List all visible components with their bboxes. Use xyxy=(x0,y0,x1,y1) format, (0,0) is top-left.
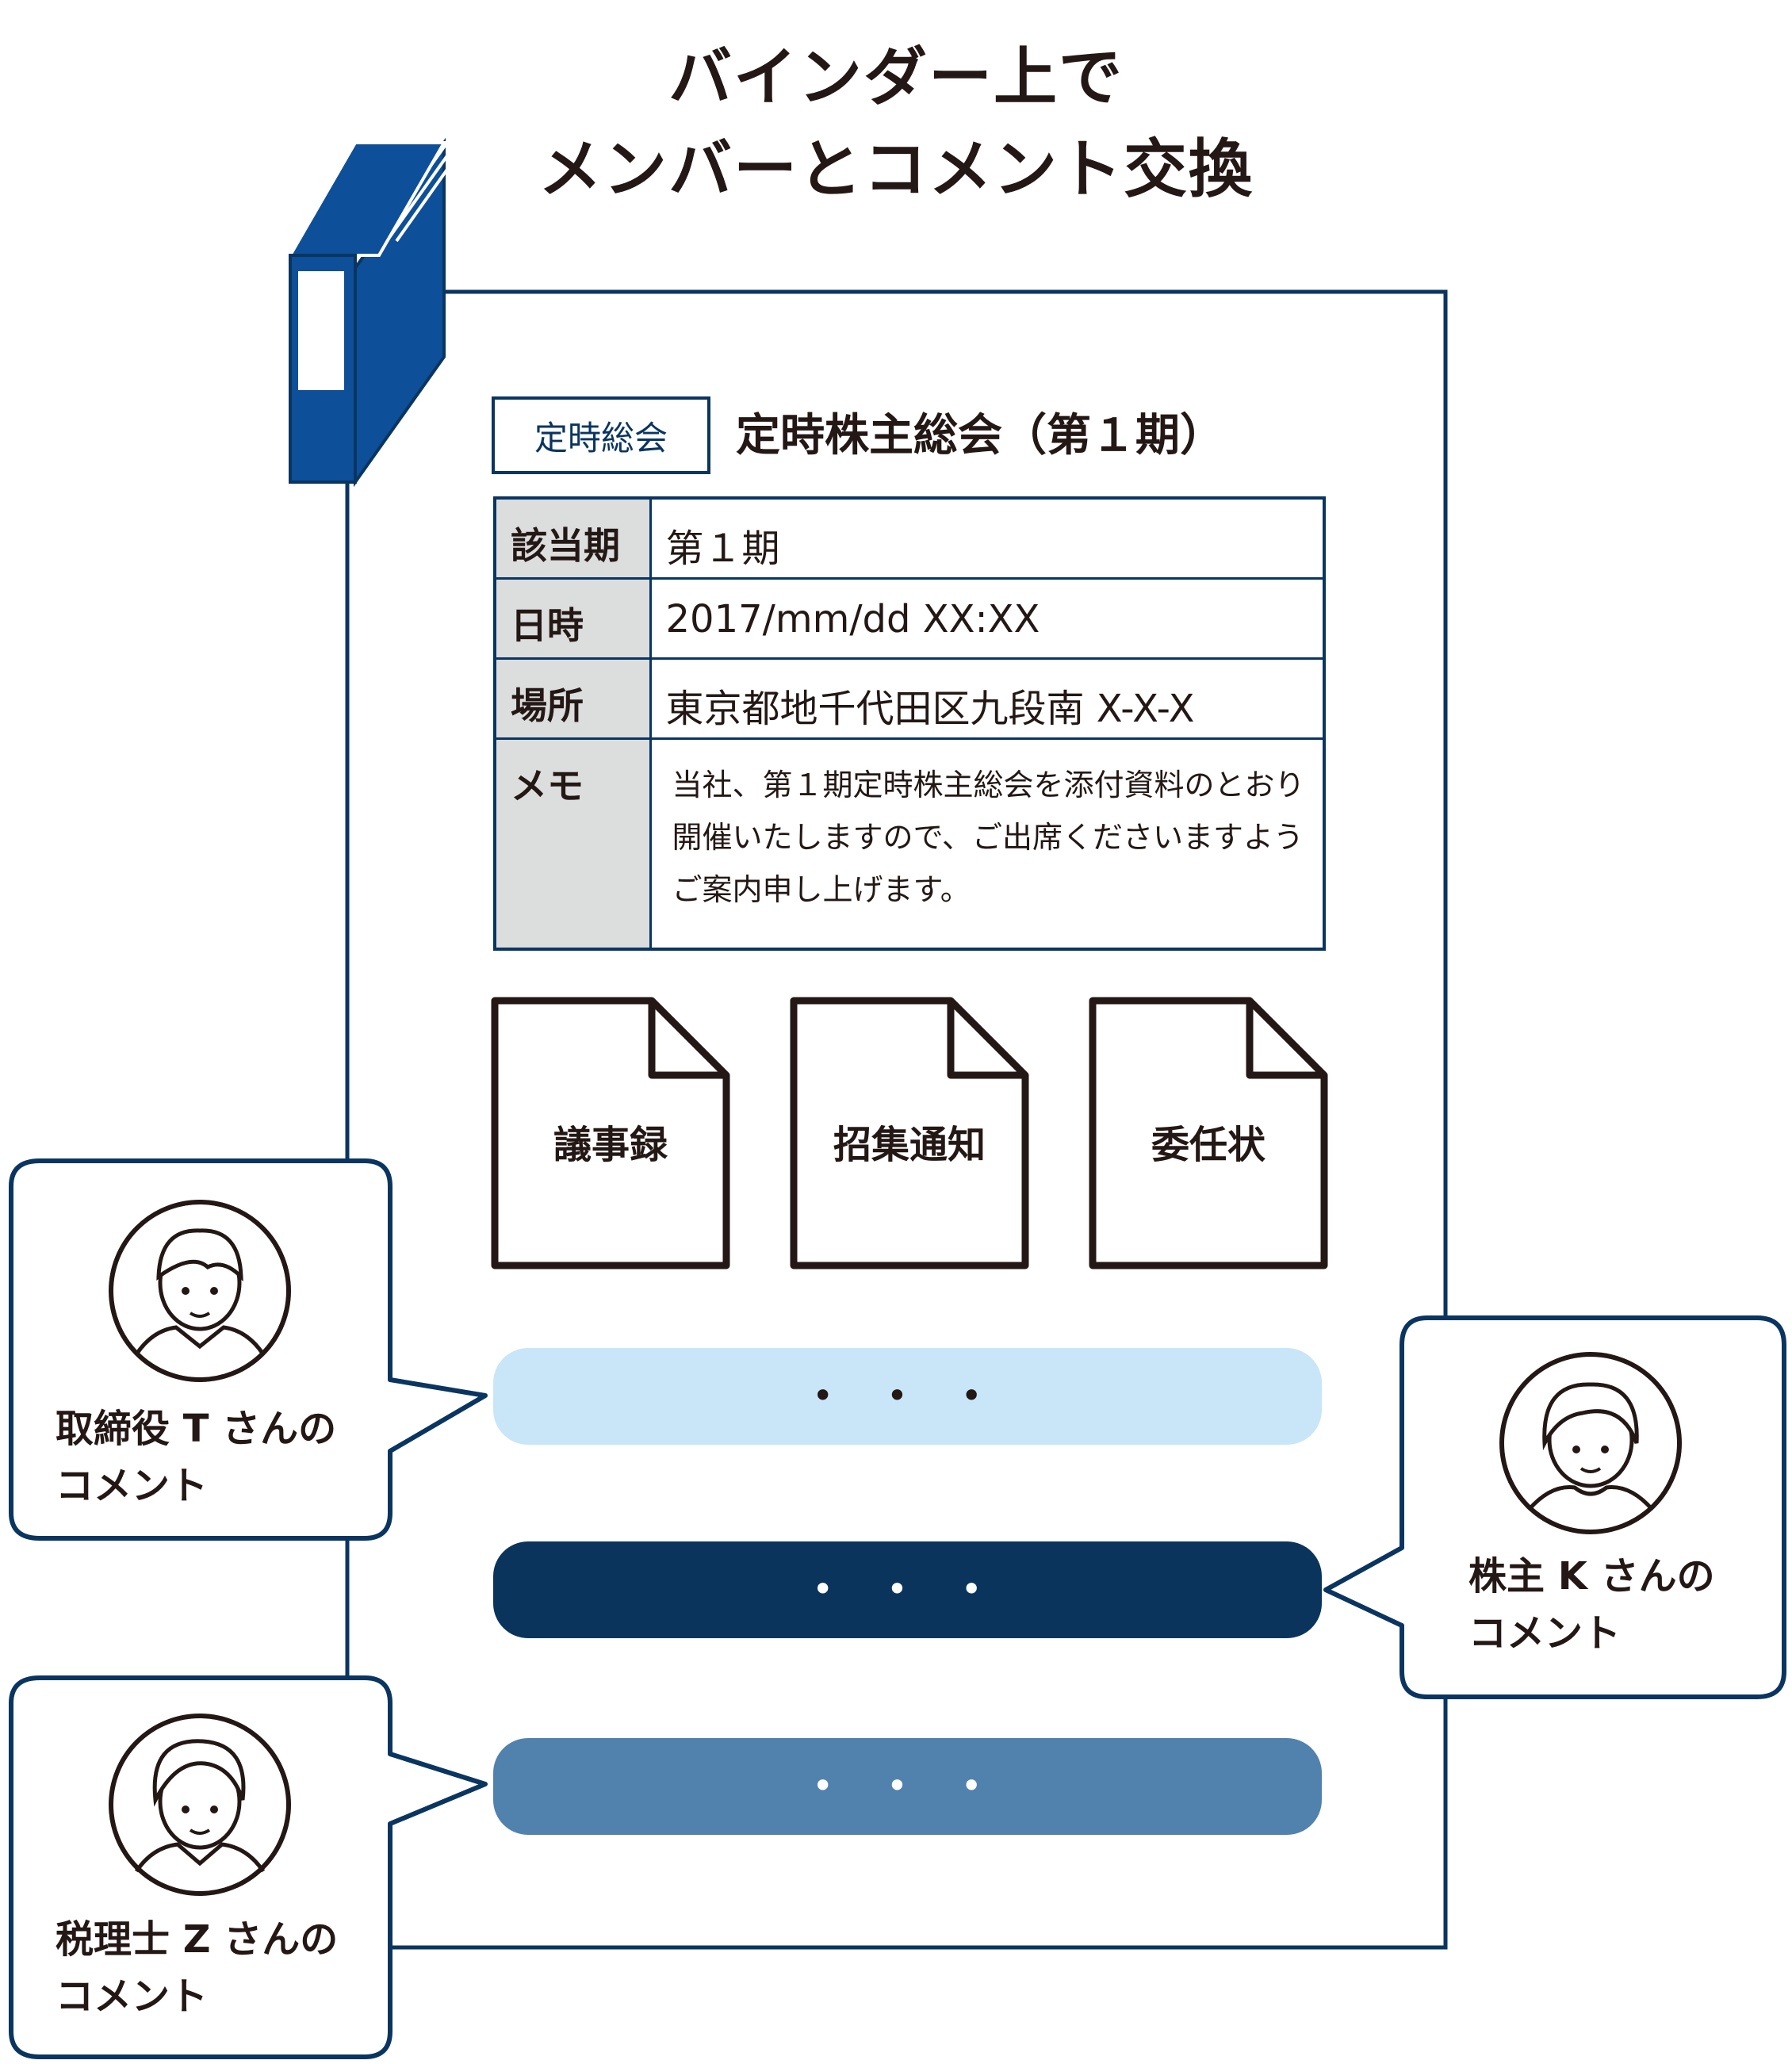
title-line-2: メンバーとコメント交換 xyxy=(538,132,1254,206)
document-proxy[interactable]: 委任状 xyxy=(1151,1123,1266,1167)
document-icon xyxy=(790,997,1029,1269)
table-row: 該当期 第１期 xyxy=(493,496,1326,580)
comment-ellipsis: • • • xyxy=(812,1568,1003,1610)
category-tag: 定時総会 xyxy=(492,396,710,474)
commenter-name: 株主 K さんの xyxy=(1468,1554,1715,1599)
field-key: 日時 xyxy=(493,576,652,660)
commenter-label-t: 取締役 T さんの コメント xyxy=(56,1400,336,1514)
person-avatar-icon xyxy=(109,1714,291,1896)
commenter-label-k: 株主 K さんの コメント xyxy=(1468,1548,1715,1662)
document-minutes[interactable]: 議事録 xyxy=(553,1123,668,1167)
commenter-suffix: コメント xyxy=(56,1464,209,1508)
document-icon xyxy=(491,997,730,1269)
field-key: 場所 xyxy=(493,657,652,740)
commenter-suffix: コメント xyxy=(56,1974,209,2019)
field-key: メモ xyxy=(493,737,652,951)
person-avatar-icon xyxy=(109,1200,291,1382)
comment-bar-t[interactable] xyxy=(493,1348,1322,1445)
field-value: 2017/mm/dd XX:XX xyxy=(649,576,1326,660)
commenter-suffix: コメント xyxy=(1468,1611,1622,1656)
document-icon xyxy=(1089,997,1328,1269)
commenter-name: 税理士 Z さんの xyxy=(56,1917,339,1962)
table-row: 日時 2017/mm/dd XX:XX xyxy=(493,576,1326,660)
record-info-table: 該当期 第１期 日時 2017/mm/dd XX:XX 場所 東京都地千代田区九… xyxy=(493,496,1326,951)
commenter-name: 取締役 T さんの xyxy=(56,1407,337,1451)
table-row: メモ 当社、第１期定時株主総会を添付資料のとおり開催いたしますので、ご出席くださ… xyxy=(493,737,1326,951)
page-title: バインダー上で メンバーとコメント交換 xyxy=(0,32,1792,216)
field-value: 第１期 xyxy=(649,496,1326,580)
commenter-label-z: 税理士 Z さんの コメント xyxy=(56,1911,338,2025)
person-avatar-icon xyxy=(1499,1352,1682,1534)
document-convocation-notice[interactable]: 招集通知 xyxy=(833,1123,986,1167)
memo-text: 当社、第１期定時株主総会を添付資料のとおり開催いたしますので、ご出席くださいます… xyxy=(649,737,1326,951)
comment-bar-z[interactable] xyxy=(493,1738,1322,1835)
comment-ellipsis: • • • xyxy=(812,1374,1003,1417)
field-value: 東京都地千代田区九段南 X-X-X xyxy=(649,657,1326,740)
title-line-1: バインダー上で xyxy=(668,40,1124,114)
table-row: 場所 東京都地千代田区九段南 X-X-X xyxy=(493,657,1326,740)
comment-bar-k[interactable] xyxy=(493,1541,1322,1638)
comment-ellipsis: • • • xyxy=(812,1764,1003,1807)
binder-icon xyxy=(287,136,459,488)
record-heading: 定時株主総会（第１期） xyxy=(736,410,1224,461)
field-key: 該当期 xyxy=(493,496,652,580)
